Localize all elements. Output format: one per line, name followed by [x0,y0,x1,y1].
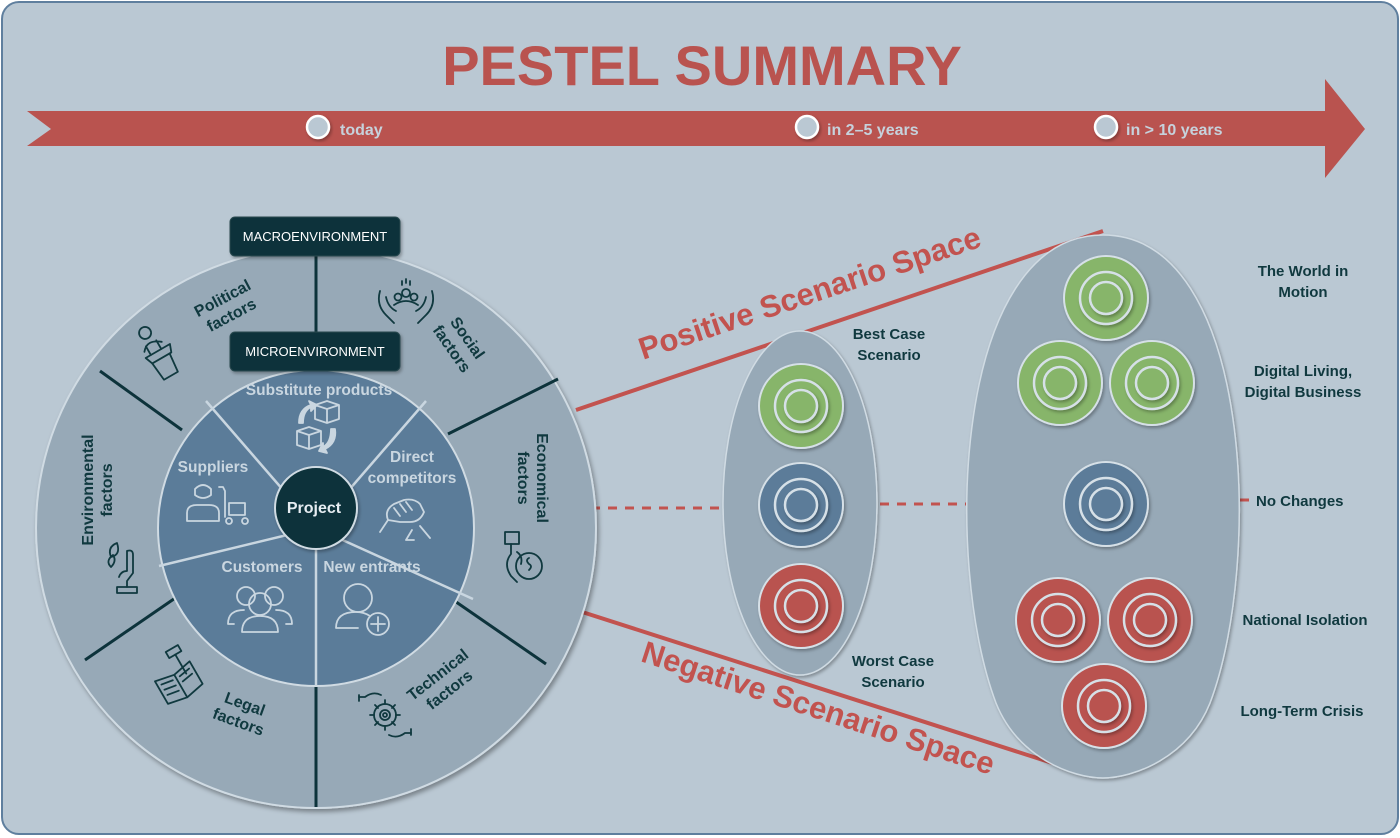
pestel-wheel: Project MACROENVIRONMENT MICROENVIRONMEN… [35,216,597,809]
negative-scenario-target [1061,663,1147,749]
best-case-label: Best Case Scenario [853,326,926,364]
timeline-marker [1093,114,1119,140]
inner-segment-direct-competitors: Direct competitors [368,449,457,541]
diagram-canvas: PESTEL SUMMARY today in 2–5 years in > 1… [27,34,1368,809]
project-label: Project [287,500,342,517]
scenario-label: Motion [1278,284,1327,301]
scenario-label: Scenario [861,674,924,691]
inner-segment-substitute-products: Substitute products [246,382,392,454]
timeline-arrow [27,79,1365,178]
positive-scenario-target [1109,340,1195,426]
arm-wrestling-icon [379,498,431,541]
target-ring [1134,365,1170,401]
timeline-label: today [340,122,383,139]
timeline-marker [305,114,331,140]
neutral-scenario-target [1063,461,1149,547]
inner-segment-suppliers: Suppliers [178,459,249,525]
economical-factors: Economical factors [514,433,550,523]
segment-label: Customers [222,559,303,576]
user-add-icon [335,583,390,636]
negative-scenario-target [758,563,844,649]
target-ring [1088,280,1124,316]
neutral-scenario-target [758,462,844,548]
scenario-label: The World in [1258,263,1349,280]
negative-scenario-target [1015,577,1101,663]
microenvironment-box [229,331,401,372]
positive-scenario-target [758,363,844,449]
environmental-factors: Environmental factors [80,434,116,545]
segment-label: Substitute products [246,382,392,399]
page-title: PESTEL SUMMARY [442,34,962,97]
segment-label: Suppliers [178,459,249,476]
target-ring [1040,602,1076,638]
scenario-label: Scenario [857,347,920,364]
scenario-long-term-crisis-label: Long-Term Crisis [1240,703,1363,720]
group-users-icon [227,586,293,633]
target-ring [783,487,819,523]
hands-holding-people-icon [377,278,435,324]
negative-scenario-target [1107,577,1193,663]
microenvironment-label: MICROENVIRONMENT [245,344,384,359]
segment-label: Direct [390,449,434,466]
scenario-label: Best Case [853,326,926,343]
timeline-marker [794,114,820,140]
timeline-point-today: today [305,114,383,140]
hand-money-bag-icon [504,531,543,583]
timeline-label: in 2–5 years [827,122,919,139]
boxes-exchange-icon [296,400,340,454]
delivery-worker-cart-icon [186,484,249,525]
factor-label: factors [514,451,531,504]
scenario-no-changes-label: No Changes [1256,493,1344,510]
scenario-national-isolation-label: National Isolation [1242,612,1367,629]
segment-label: New entrants [323,559,420,576]
positive-scenario-target [1063,255,1149,341]
target-ring [1088,486,1124,522]
segment-label: competitors [368,470,457,487]
target-ring [1086,688,1122,724]
scenario-digital-living: Digital Living, Digital Business [1245,363,1362,401]
scenarios-10-plus-years: The World in Motion Digital Living, Digi… [966,234,1368,779]
timeline-label: in > 10 years [1126,122,1223,139]
scenarios-2-5-years: Best Case Scenario Worst Case Scenario [722,326,934,691]
timeline-point-2-5-years: in 2–5 years [794,114,919,140]
positive-scenario-target [1017,340,1103,426]
target-ring [1042,365,1078,401]
inner-segment-new-entrants: New entrants [323,559,421,636]
factor-label: factors [99,463,116,516]
podium-speaker-icon [138,326,179,381]
scenario-label: Digital Business [1245,384,1362,401]
macroenvironment-box [229,216,401,257]
outer-dividers [84,248,559,807]
hand-leaf-icon [107,542,138,594]
hands-gear-icon [358,692,412,738]
scenario-label: Worst Case [852,653,934,670]
positive-scenario-line [575,229,1104,412]
target-ring [783,388,819,424]
negative-scenario-line [575,608,1069,770]
factor-label: Environmental [80,434,97,545]
macroenvironment-label: MACROENVIRONMENT [243,229,388,244]
worst-case-label: Worst Case Scenario [852,653,934,691]
project-center [274,466,358,550]
inner-segment-customers: Customers [222,559,303,633]
timeline-point-10-years: in > 10 years [1093,114,1223,140]
target-ring [783,588,819,624]
factor-label: Economical [533,433,550,523]
scenario-world-in-motion: The World in Motion [1258,263,1349,301]
target-ring [1132,602,1168,638]
scenario-label: Digital Living, [1254,363,1352,380]
gavel-book-icon [154,644,204,705]
